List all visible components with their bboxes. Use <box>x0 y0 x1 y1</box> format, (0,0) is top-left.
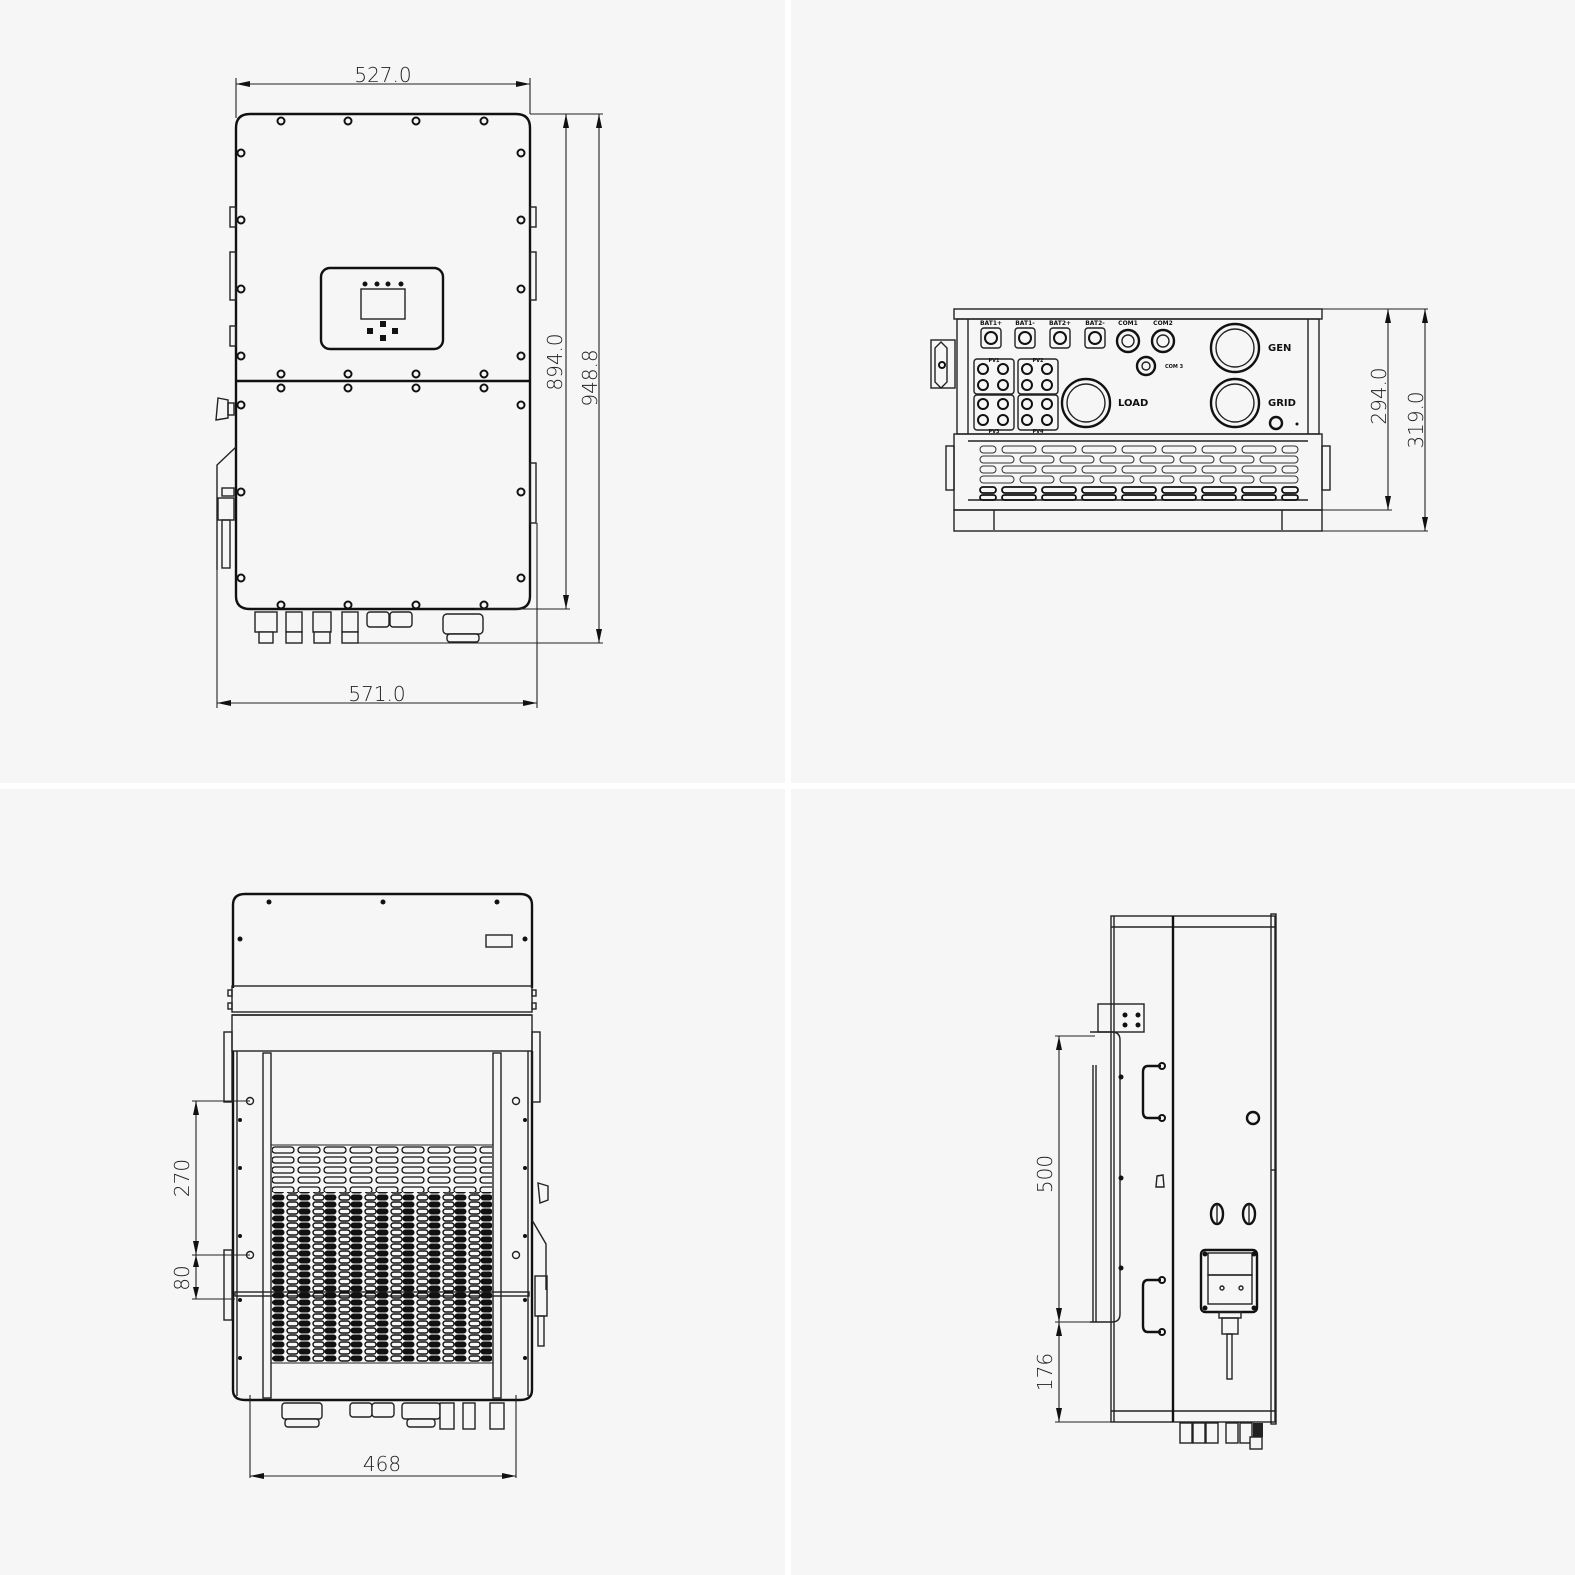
dimension-label-319: 319.0 <box>1404 391 1428 448</box>
label-com1: COM1 <box>1118 320 1138 327</box>
wall-bracket-top <box>231 985 533 1013</box>
led-icon <box>398 281 404 287</box>
display-panel <box>319 266 445 351</box>
button-icon-up <box>380 321 386 327</box>
dimension-label-80: 80 <box>170 1265 194 1290</box>
dimension-label-948: 948.8 <box>578 349 602 406</box>
rear-lower-body <box>231 1051 534 1402</box>
lcd-screen <box>360 288 406 320</box>
led-icon <box>385 281 391 287</box>
screws <box>236 116 526 610</box>
led-icon <box>362 281 368 287</box>
rear-bottom-connectors <box>281 1402 505 1430</box>
side-body <box>1110 915 1276 1423</box>
base-plate <box>953 509 1323 532</box>
label-gen: GEN <box>1268 343 1291 354</box>
dimension-label-571: 571.0 <box>348 682 405 706</box>
dimension-width-body: 527.0 <box>235 63 531 118</box>
dimension-label-270: 270 <box>170 1159 194 1197</box>
label-plate <box>485 934 513 948</box>
bottom-connectors <box>254 611 484 644</box>
rear-upper-body <box>231 892 534 988</box>
side-view-panel: 500 176 <box>791 789 1575 1575</box>
vent-valve <box>1245 1110 1261 1126</box>
button-icon-left <box>367 328 373 334</box>
inverter-body <box>234 112 532 611</box>
warning-icon <box>1155 1174 1165 1188</box>
led-icon <box>374 281 380 287</box>
label-pv4: PV4 <box>1032 429 1044 435</box>
handles <box>1141 1062 1166 1336</box>
dimension-height-body: 894.0 <box>475 113 570 610</box>
dimension-depth-total: 319.0 <box>1322 308 1428 532</box>
pv-connectors: PV1 PV2 PV3 PV4 <box>973 358 1059 435</box>
dc-switch-side <box>531 1182 549 1347</box>
dimension-label-500: 500 <box>1033 1155 1057 1193</box>
label-load: LOAD <box>1118 398 1148 409</box>
dimension-bottom-offset: 176 <box>1033 1322 1111 1423</box>
dimension-label-894: 894.0 <box>543 333 567 390</box>
label-pv1: PV1 <box>988 358 1000 364</box>
heatsink-vents <box>979 445 1299 501</box>
dimension-height-total: 948.8 <box>355 113 603 644</box>
side-brackets <box>229 206 537 524</box>
label-bat2-pos: BAT2+ <box>1049 320 1071 327</box>
button-icon-down <box>380 335 386 341</box>
battery-terminals: BAT1+ BAT1- BAT2+ BAT2- <box>980 320 1106 349</box>
label-bat2-neg: BAT2- <box>1085 320 1105 327</box>
com-ports: COM1 COM2 COM 3 <box>1115 320 1184 377</box>
wifi-module-box <box>1199 1248 1259 1380</box>
dimension-depth-body: 294.0 <box>1282 308 1392 511</box>
button-icon-right <box>392 328 398 334</box>
side-clips <box>945 445 1331 491</box>
front-view-drawing: 527.0 <box>215 63 603 708</box>
bottom-view-drawing: BAT1+ BAT1- BAT2+ BAT2- COM1 COM2 COM 3 <box>930 308 1428 532</box>
dimension-bracket-width: 468 <box>249 1395 517 1479</box>
heatsink-fins <box>270 1144 494 1364</box>
label-pv3: PV3 <box>988 429 1000 435</box>
front-view-panel: 527.0 <box>0 0 785 783</box>
dimension-label-294: 294.0 <box>1367 367 1391 424</box>
dc-switch-knobs <box>1209 1202 1257 1226</box>
dimension-label-176: 176 <box>1033 1353 1057 1391</box>
label-bat1-neg: BAT1- <box>1015 320 1035 327</box>
dc-switch <box>215 397 237 570</box>
dc-switch-icon <box>930 339 956 389</box>
label-pv2: PV2 <box>1032 358 1044 364</box>
dimension-hole-spacing: 270 <box>170 1100 250 1256</box>
dimension-bracket-height: 500 <box>1033 1035 1095 1323</box>
top-flange <box>953 308 1323 320</box>
dimension-label-468: 468 <box>363 1452 401 1476</box>
label-bat1-pos: BAT1+ <box>980 320 1002 327</box>
bottom-view-panel: BAT1+ BAT1- BAT2+ BAT2- COM1 COM2 COM 3 <box>791 0 1575 783</box>
dimension-label-527: 527.0 <box>354 63 411 87</box>
rear-view-panel: 270 80 468 <box>0 789 785 1575</box>
wall-bracket <box>1090 1003 1145 1323</box>
side-bottom-connectors <box>1179 1422 1263 1450</box>
cable-glands: LOAD GEN GRID <box>1060 322 1299 431</box>
label-com2: COM2 <box>1153 320 1173 327</box>
dimension-width-total: 571.0 <box>216 523 538 708</box>
rear-view-drawing: 270 80 468 <box>170 892 549 1479</box>
label-com3: COM 3 <box>1165 364 1184 370</box>
heatsink-housing <box>953 433 1323 511</box>
label-grid: GRID <box>1268 398 1296 409</box>
side-view-drawing: 500 176 <box>1033 913 1277 1450</box>
dimension-bracket-offset: 80 <box>170 1255 235 1300</box>
